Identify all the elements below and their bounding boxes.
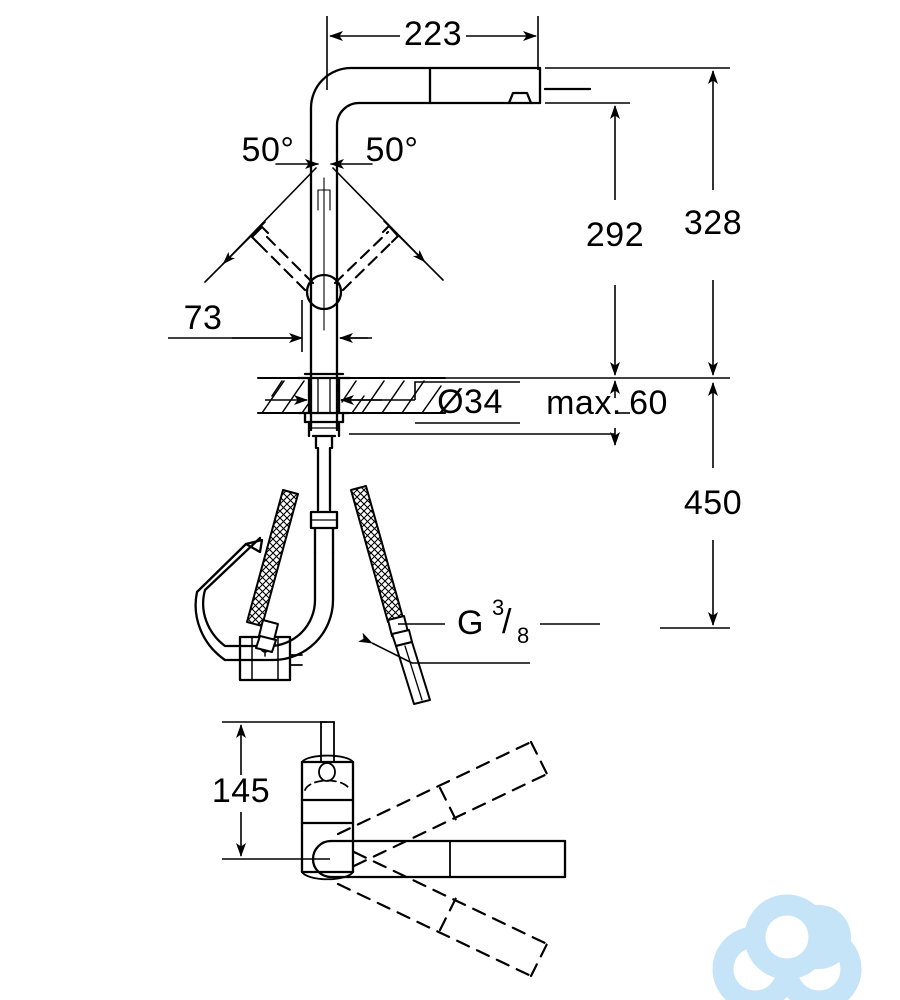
dim-label-50-right: 50°	[366, 131, 419, 169]
thread-slash: /	[502, 603, 512, 641]
mounting-shank	[296, 372, 352, 450]
dim-label-450: 450	[684, 484, 742, 522]
plan-view	[300, 721, 567, 978]
dim-label-deck-thickness: max. 60	[546, 384, 668, 422]
dimension-lines-plan	[222, 721, 330, 860]
swivel-angle-leaders	[204, 159, 444, 283]
dim-label-50-left: 50°	[242, 131, 295, 169]
braided-hose-right	[350, 485, 431, 705]
thread-denominator: 8	[517, 623, 529, 648]
construction-lines	[317, 177, 331, 331]
faucet-body-outline	[309, 66, 592, 432]
dim-label-328: 328	[684, 204, 742, 242]
lever-travel-indicators	[256, 230, 394, 292]
dim-label-73: 73	[184, 299, 223, 337]
front-elevation-view	[194, 66, 592, 705]
watermark-logo	[712, 894, 862, 1000]
thread-letter: G	[457, 604, 484, 642]
dim-label-thread-g38: G 3 / 8	[457, 595, 529, 648]
dim-label-145: 145	[212, 772, 270, 810]
dimension-lines-front	[168, 16, 730, 664]
supply-hoses-assembly	[194, 446, 431, 705]
dim-label-hole-diameter: Ø34	[437, 383, 503, 421]
lever-ball-joint	[305, 273, 343, 311]
dim-label-292: 292	[586, 216, 644, 254]
plan-spout-swivel-positions	[336, 740, 549, 978]
thread-numerator: 3	[492, 595, 504, 620]
braided-hose-left	[246, 489, 299, 653]
dim-label-223: 223	[404, 15, 462, 53]
dimension-labels-front: 223 50° 50° 73 292 328 450 Ø34 max. 60 G…	[184, 15, 742, 648]
countertop-section	[257, 377, 446, 414]
